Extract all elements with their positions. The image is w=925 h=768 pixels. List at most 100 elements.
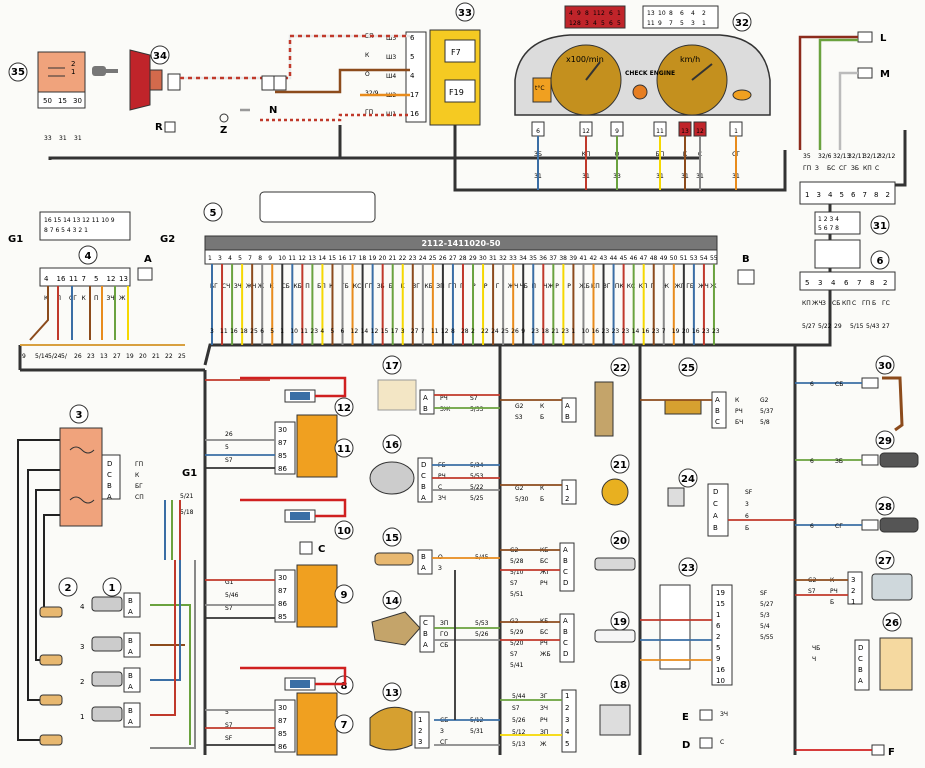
sensor-17: 17 <box>377 355 435 415</box>
connector-wire-color: ГС <box>882 300 890 307</box>
sensor-wire-color: ЗП <box>540 729 548 736</box>
sensor-pin-label: 2 <box>716 633 720 641</box>
diag-wire-color: К <box>82 295 87 302</box>
component-number: 23 <box>681 563 695 574</box>
ecu-pin-number: 19 <box>369 255 377 262</box>
component-number: 10 <box>337 526 351 537</box>
oil-pressure-icon <box>732 89 752 101</box>
relay-wire-label: G1 <box>225 579 234 586</box>
component-number: 35 <box>11 67 25 78</box>
sensor-pin-label: A <box>563 617 568 625</box>
component-number: 34 <box>153 51 167 62</box>
ecu-wire-color: ГБ <box>686 283 694 290</box>
cluster-connector-pin: 4 <box>691 10 695 17</box>
connector-wire-color: ГП <box>862 300 870 307</box>
sensor-pin-label: D <box>563 650 568 658</box>
sensor-pin-label: B <box>563 557 568 565</box>
ecu-wire-destination: 26 <box>511 328 519 335</box>
ecu-pin-number: 26 <box>439 255 447 262</box>
coil-pin-letter: A <box>107 493 112 501</box>
diag-wire-destination: 22 <box>165 353 173 360</box>
component-number: 14 <box>385 596 399 607</box>
connector-r <box>164 121 176 133</box>
sensor-pin-label: 3 <box>418 738 422 746</box>
diag-pin-number: 4 <box>44 275 49 283</box>
sensor-wire-note: 5/51 <box>510 591 524 598</box>
ecu-pin-number: 45 <box>620 255 628 262</box>
sensor-pin-label: A <box>715 396 720 404</box>
sensor-wire-note: 5/41 <box>510 662 524 669</box>
diag-pin-row-bottom: 8 7 6 5 4 3 2 1 <box>44 227 88 234</box>
connector-wire-color: С <box>875 165 879 172</box>
ecu-pin-number: 4 <box>228 255 232 262</box>
sensor-wire-note: 5/55 <box>760 634 774 641</box>
diag-pin-number: 11 <box>69 275 78 283</box>
ecu-wire-color: ЗГ <box>603 283 611 290</box>
relay-pin-number: 30 <box>278 426 287 434</box>
sensor-pin-label: A <box>858 677 863 685</box>
ecu-wire-color: ЗЧ <box>234 283 242 290</box>
component-number: 19 <box>613 617 627 628</box>
sensor-wire-note: G2 <box>515 485 524 492</box>
component-number: 11 <box>337 444 351 455</box>
sensor-pin-label: D <box>421 461 426 469</box>
ecu-wire-color: СБ <box>281 283 289 290</box>
sensor-wire-color: РЧ <box>735 408 743 415</box>
sensor-wire-color: К <box>735 397 740 404</box>
sensor-pin-label: 16 <box>716 666 725 674</box>
sensor-pin-label: C <box>421 472 426 480</box>
ecu-pin-number: 51 <box>680 255 688 262</box>
cluster-connector-pin: 5 <box>601 20 605 27</box>
sensor-wire-note: 5/26 <box>475 631 489 638</box>
component-number: 29 <box>878 436 892 447</box>
connector-wire-color: Б <box>872 300 876 307</box>
sensor-wire-note: Б <box>745 525 749 532</box>
diag-wire-destination: 25 <box>178 353 186 360</box>
sensor-wire-note: 5/12 <box>512 729 526 736</box>
ecu-wire-color: Г <box>496 283 500 290</box>
ecu-pin-number: 13 <box>308 255 316 262</box>
connector-label: M <box>880 69 890 80</box>
diag-wire-color: Ж <box>119 295 126 302</box>
diag-pin-number: 16 <box>57 275 66 283</box>
fuse-socket-label: Ш5 <box>386 35 396 42</box>
component-number: 8 <box>341 681 348 692</box>
cluster-pin-number: 9 <box>615 128 619 135</box>
sensor-22: 22 <box>561 357 630 437</box>
sensor-pin-label: B <box>713 524 718 532</box>
relay-9: 9 <box>274 564 354 628</box>
injector-harness <box>150 500 196 749</box>
diag-wire-destination: 26 <box>74 353 82 360</box>
injector-pin-letter: B <box>128 637 133 645</box>
pump-26: 26 <box>854 612 913 691</box>
sensor-wire-color: С <box>438 484 442 491</box>
diag-pin-number: 7 <box>82 275 86 283</box>
temp-label: t°C <box>535 85 545 92</box>
ecu-pin-number: 21 <box>389 255 397 262</box>
ecu-pin-number: 16 <box>339 255 347 262</box>
connector-wire-note: 5/22 <box>818 323 832 330</box>
sensor-pin-label: C <box>423 619 428 627</box>
sensor-30: 30 <box>861 355 904 432</box>
ecu-wire-destination: 18 <box>240 328 248 335</box>
injector-number: 2 <box>80 678 84 686</box>
relay-pin-number: 50 <box>43 97 52 105</box>
cluster-pin-number: 12 <box>582 128 590 135</box>
connector-wire-color: КП <box>863 165 872 172</box>
component-number: 2 <box>65 583 72 594</box>
relay-pin-number: 87 <box>278 587 287 595</box>
injector <box>91 706 123 722</box>
cluster-connector-pin: 2 <box>702 10 706 17</box>
sensor-13: 13 <box>369 682 430 751</box>
connector-wire-color: С <box>852 300 856 307</box>
coil-wire-color: СП <box>135 494 144 501</box>
sensor-pin-label: C <box>563 568 568 576</box>
sensor-wire-color: ЗЧ <box>540 705 548 712</box>
sensor-wire-note: 5/31 <box>470 728 484 735</box>
